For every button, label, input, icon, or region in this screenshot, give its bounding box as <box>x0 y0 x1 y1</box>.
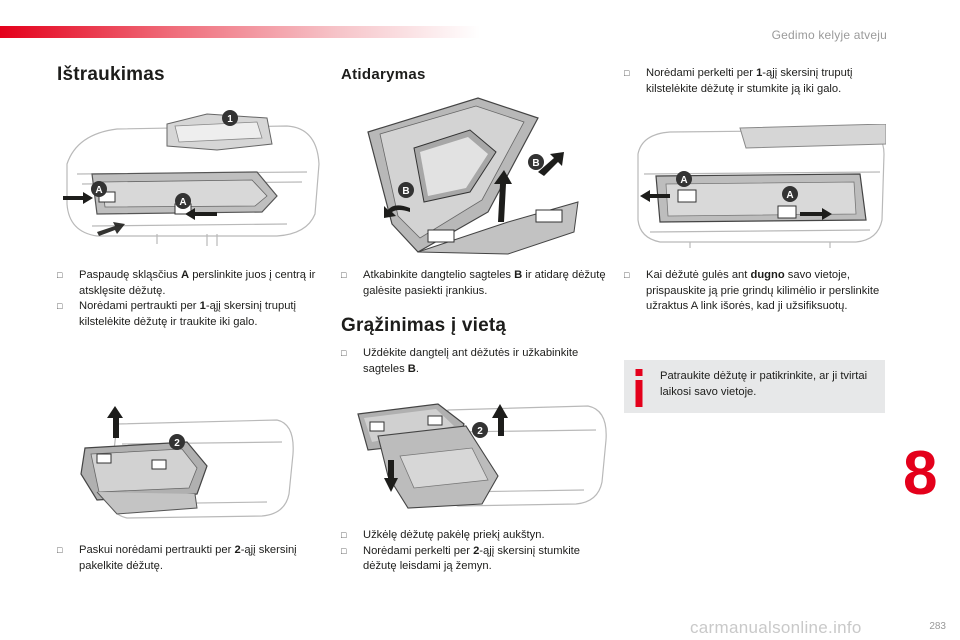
info-icon <box>635 369 643 407</box>
watermark: carmanualsonline.info <box>690 618 862 637</box>
figure-return: 2 <box>357 403 607 509</box>
extraction-steps-2: □Paskui norėdami pertraukti per 2-ąjį sk… <box>57 544 297 572</box>
move-steps-2: □Kai dėžutė gulės ant dugno savo vietoje… <box>624 269 880 312</box>
label-a-right: A <box>179 197 186 208</box>
page-number: 283 <box>929 621 946 632</box>
return-steps-2: □Užkėlę dėžutę pakėlę priekį aukštyn. □N… <box>341 529 581 572</box>
figure-opening: B B <box>367 97 579 255</box>
title-opening: Atidarymas <box>341 66 426 83</box>
title-return: Grąžinimas į vietą <box>341 315 507 336</box>
figure-locking: A A <box>637 124 886 248</box>
return-steps-1: □Uždėkite dangtelį ant dėžutės ir užkabi… <box>341 347 579 375</box>
label-2: 2 <box>174 438 180 449</box>
chapter-number: 8 <box>903 439 938 508</box>
header-accent-bar <box>0 26 480 38</box>
label-2-return: 2 <box>477 426 483 437</box>
label-b-right: B <box>532 158 539 169</box>
label-a-lock-left: A <box>680 175 687 186</box>
figure-extraction-1: A A 1 <box>63 110 320 246</box>
section-title: Gedimo kelyje atveju <box>771 28 887 42</box>
info-box: Patraukite dėžutę ir patikrinkite, ar ji… <box>624 360 885 413</box>
chapter-tab: 8 <box>897 439 960 510</box>
extraction-steps-1: □Paspaudę skląsčius A perslinkite juos į… <box>57 269 316 328</box>
figure-extraction-2: 2 <box>80 406 294 519</box>
info-text: Patraukite dėžutę ir patikrinkite, ar ji… <box>660 370 868 398</box>
title-extraction: Ištraukimas <box>57 64 165 85</box>
label-a-lock-right: A <box>786 190 793 201</box>
move-steps-1: □Norėdami perkelti per 1-ąjį skersinį tr… <box>624 67 853 95</box>
label-b-left: B <box>402 186 409 197</box>
label-a-left: A <box>95 185 102 196</box>
opening-steps: □Atkabinkite dangtelio sagteles B ir ati… <box>341 269 606 297</box>
label-1: 1 <box>227 114 233 125</box>
